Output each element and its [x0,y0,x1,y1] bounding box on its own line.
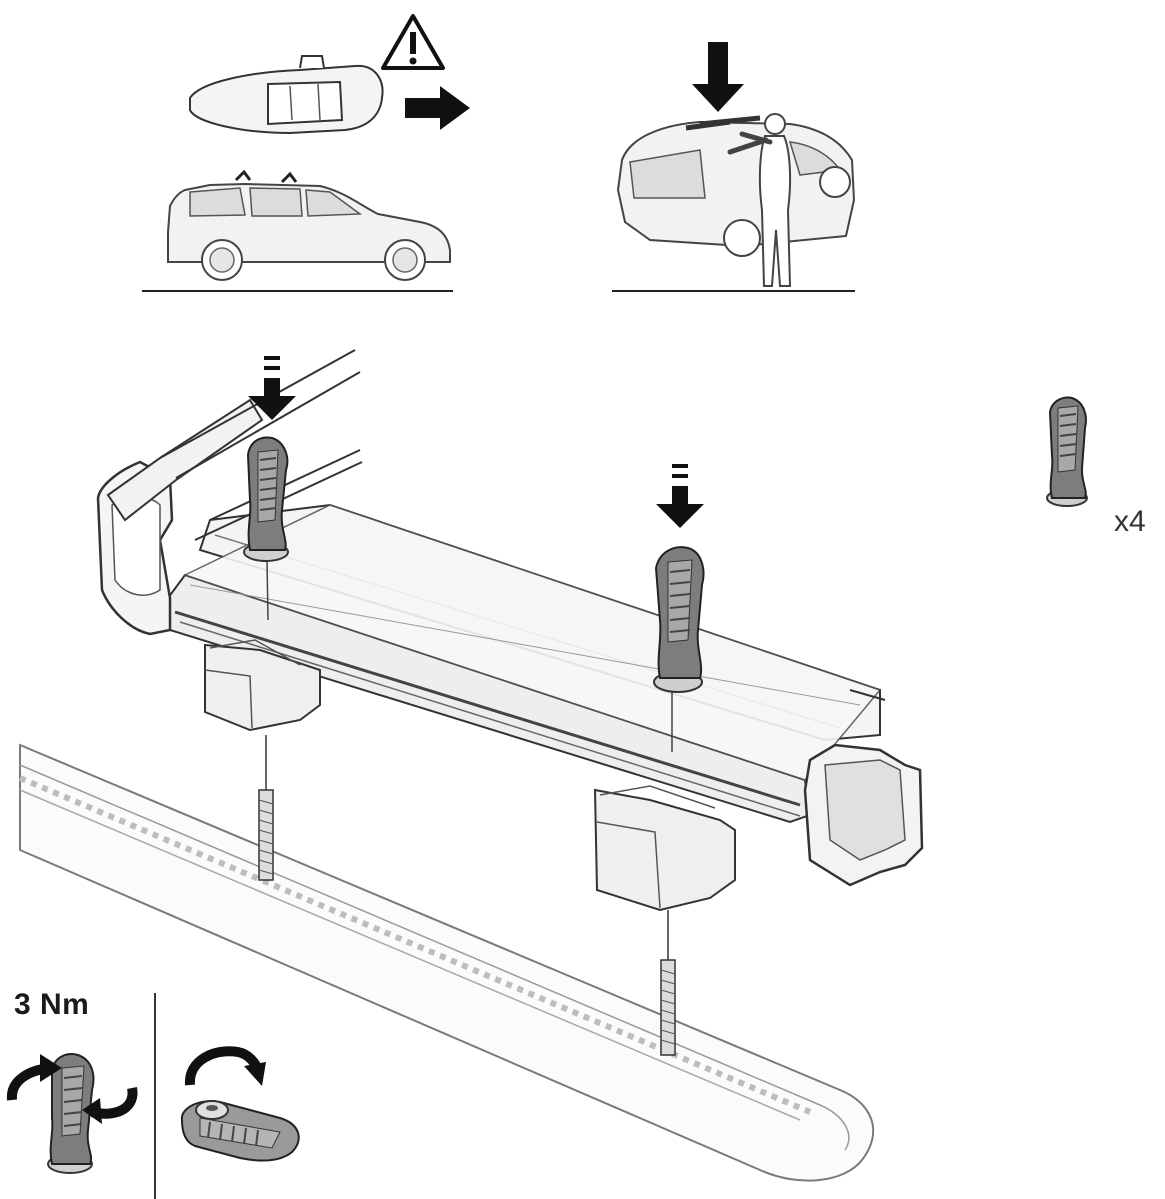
car-side-view [167,169,451,281]
knob-part-icon [1046,396,1088,507]
quantity-label: x4 [1114,505,1146,538]
down-arrow-icon [248,356,296,420]
rail-profile-cross-section [189,55,384,135]
torque-label: 3 Nm [14,988,90,1021]
rotate-arrow-icon [6,1054,138,1124]
car-rear-view [616,115,856,257]
t-bolt-left [258,735,274,881]
t-bolt-right [660,910,676,1056]
rotate-arrow-icon [184,1046,266,1086]
knob-torque-icon [47,1053,95,1174]
right-arrow-icon [405,86,470,130]
foot-block-right [593,785,736,912]
knob-left[interactable] [243,436,289,621]
carrier-rail [96,349,924,887]
knob-folded-icon [180,1100,300,1162]
down-arrow-icon [692,42,744,112]
roof-bar [18,743,875,1182]
foot-block-left [204,639,321,732]
warning-icon [381,14,445,70]
down-arrow-icon [656,464,704,528]
knob-right[interactable] [653,546,705,752]
person-figure [727,113,792,287]
